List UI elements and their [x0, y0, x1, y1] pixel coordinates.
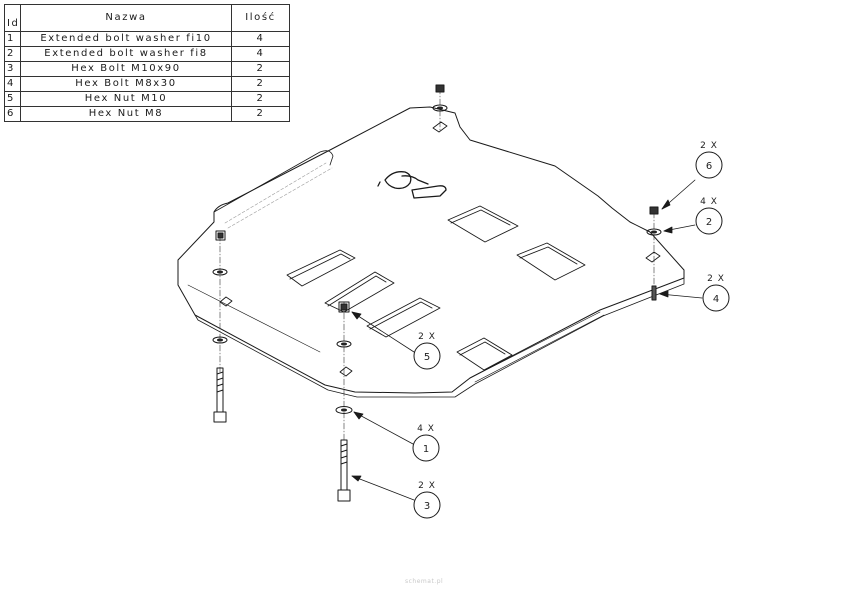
callout-qty: 4 X [700, 197, 718, 207]
callout-id: 6 [706, 161, 712, 172]
brand-logo-emboss [377, 171, 447, 199]
callout-3: 3 2 X [413, 481, 441, 519]
callout-id: 4 [713, 294, 719, 305]
callout-4: 4 2 X [702, 274, 730, 312]
parts-list-row: 6 Hex Nut M8 2 [4, 106, 290, 122]
mounting-slots [219, 121, 661, 377]
callout-id: 1 [423, 444, 429, 455]
skid-plate [177, 106, 685, 398]
callout-qty: 4 X [417, 424, 435, 434]
callout-1: 1 4 X [412, 424, 440, 462]
callout-5: 5 2 X [413, 332, 441, 370]
fastener-stack-right [646, 206, 662, 301]
callout-id: 3 [424, 501, 430, 512]
fastener-stack-left [212, 230, 228, 423]
callout-id: 2 [706, 217, 712, 228]
callout-id: 5 [424, 352, 430, 363]
part-qty: 2 [231, 106, 290, 122]
header-qty: Ilość [231, 4, 290, 32]
callout-qty: 2 X [418, 332, 436, 342]
callout-2: 2 4 X [695, 197, 723, 235]
callout-leaders [351, 179, 703, 501]
footer-watermark: schemat.pl [405, 578, 444, 585]
callout-qty: 2 X [418, 481, 436, 491]
parts-list-row: 1 Extended bolt washer fi10 4 [4, 31, 290, 47]
parts-list-header-row: Id Nazwa Ilość [4, 4, 290, 32]
vent-cutouts [286, 205, 586, 371]
parts-list-row: 3 Hex Bolt M10x90 2 [4, 61, 290, 77]
fastener-stack-top [432, 84, 448, 112]
callout-6: 6 2 X [695, 141, 723, 179]
callout-qty: 2 X [700, 141, 718, 151]
parts-list-table: Id Nazwa Ilość 1 Extended bolt washer fi… [4, 4, 290, 122]
fastener-stack-center [335, 301, 353, 502]
assembly-axis-lines [219, 87, 655, 441]
callout-qty: 2 X [707, 274, 725, 284]
